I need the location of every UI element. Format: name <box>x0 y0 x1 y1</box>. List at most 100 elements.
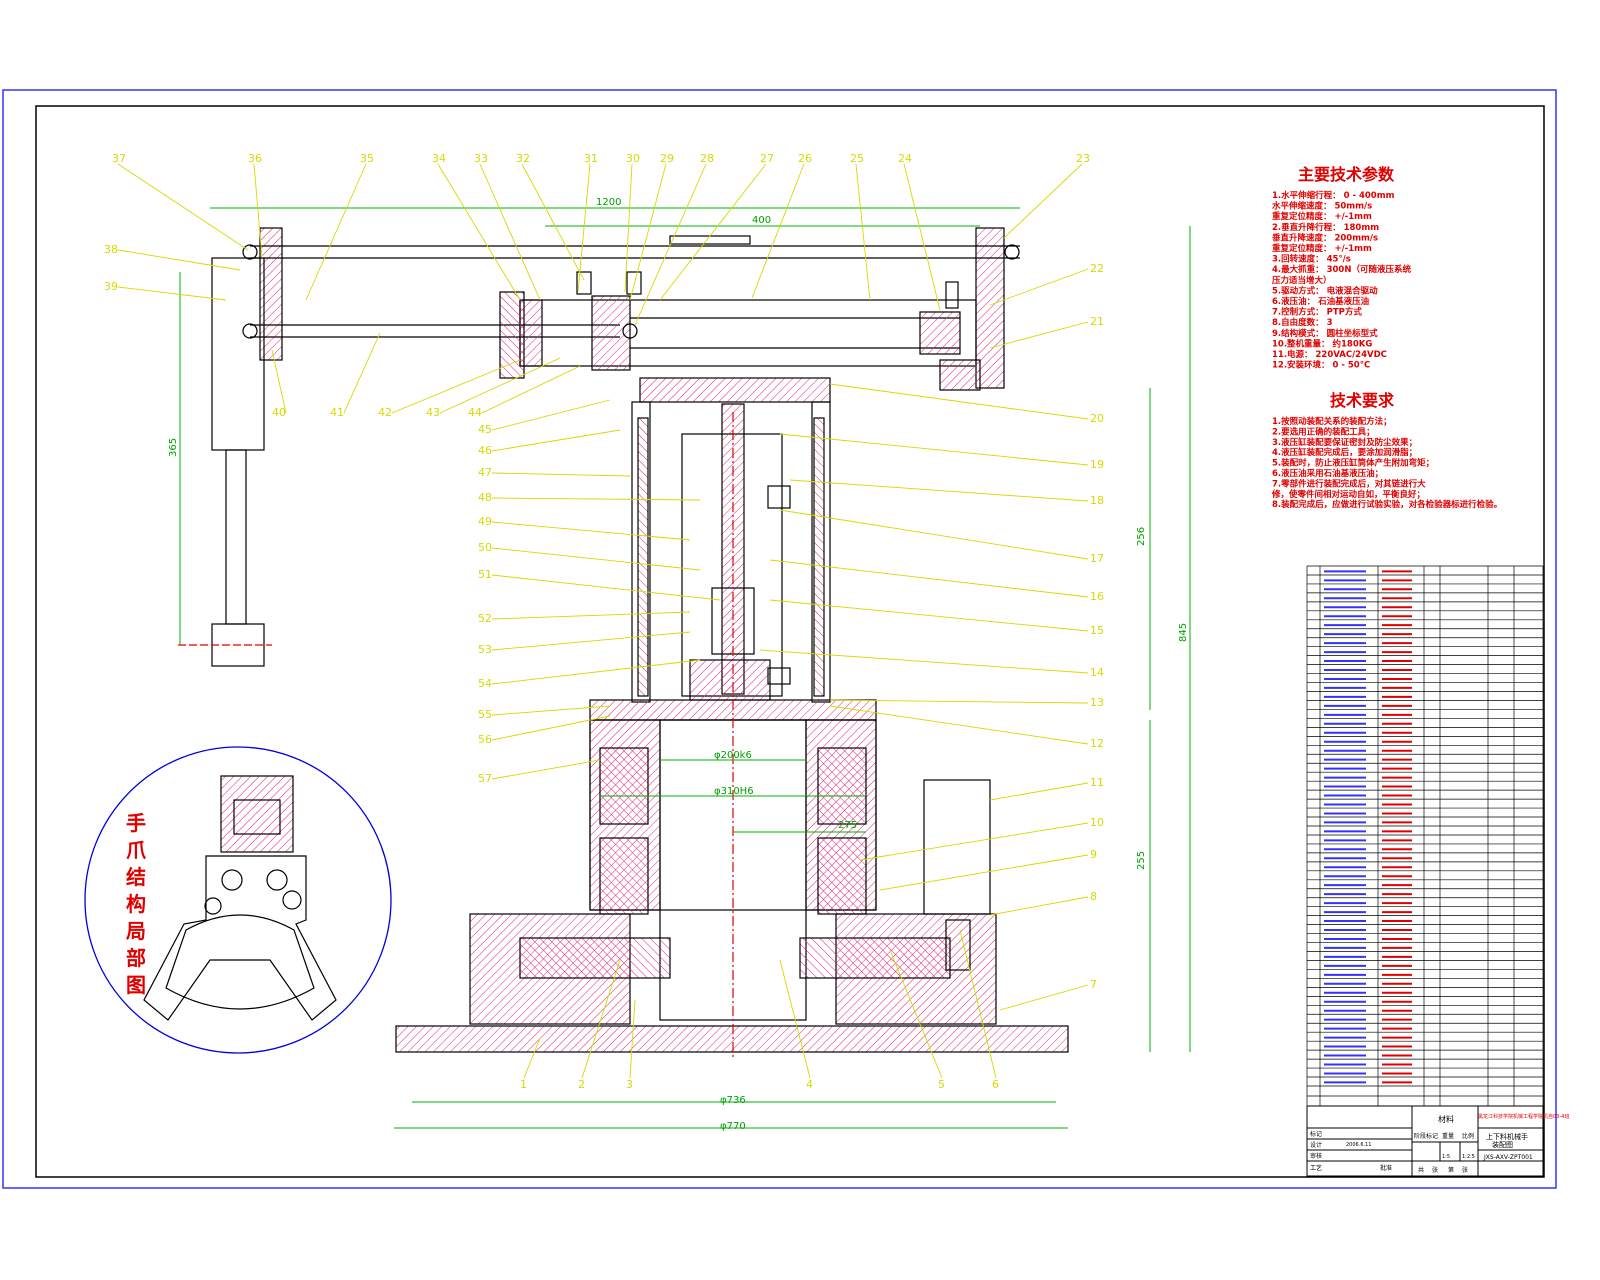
leader-line <box>889 949 943 1079</box>
dim-736: φ736 <box>720 1095 746 1106</box>
tb-label-review: 审核 <box>1310 1152 1322 1160</box>
leader-line <box>581 959 621 1079</box>
dim-275: 275 <box>838 820 857 831</box>
tb-scale-label: 比例 <box>1462 1132 1474 1140</box>
tb-label-mark: 标记 <box>1310 1130 1322 1138</box>
leader-line <box>989 896 1089 916</box>
callout-number: 7 <box>1090 978 1097 991</box>
callout-number: 25 <box>850 152 864 165</box>
callout-number: 48 <box>478 491 492 504</box>
requirements-title: 技术要求 <box>1330 391 1395 410</box>
leader-line <box>759 649 1089 674</box>
callout-number: 55 <box>478 708 492 721</box>
params-line: 重复定位精度： +/-1mm <box>1272 211 1372 222</box>
leader-line <box>391 359 521 414</box>
callout-number: 1 <box>520 1078 527 1091</box>
detail-label-char: 部 <box>126 946 146 970</box>
requirement-line: 修，使零件间相对运动自如，平衡良好； <box>1271 489 1425 500</box>
dim-256: 256 <box>1136 527 1147 546</box>
leader-line <box>624 163 633 293</box>
leader-line <box>959 929 997 1079</box>
callout-number: 56 <box>478 733 492 746</box>
callout-number: 28 <box>700 152 714 165</box>
callout-number: 4 <box>806 1078 813 1091</box>
tb-company: 黑龙江科技学院机械工程学院机自03-4班 <box>1478 1113 1569 1120</box>
params-line: 11.电源： 220VAC/24VDC <box>1272 349 1387 360</box>
params-line: 12.安装环境： 0 - 50°C <box>1272 360 1370 371</box>
params-title: 主要技术参数 <box>1298 165 1395 184</box>
callout-number: 47 <box>478 466 492 479</box>
leader-line <box>439 357 561 414</box>
leader-line <box>829 383 1089 420</box>
tb-label-design: 设计 <box>1310 1141 1322 1149</box>
callout-number: 38 <box>104 243 118 256</box>
leader-line <box>491 399 611 431</box>
leader-line <box>769 599 1089 632</box>
leader-line <box>253 163 263 259</box>
requirement-line: 8.装配完成后，应做进行试验实验，对各检验器标进行检验。 <box>1272 499 1502 510</box>
tb-footer-sheet: 张 <box>1462 1166 1468 1174</box>
leader-line <box>523 1037 541 1079</box>
leader-line <box>491 659 701 685</box>
callout-number: 45 <box>478 423 492 436</box>
callout-number: 3 <box>626 1078 633 1091</box>
callout-number: 14 <box>1090 666 1104 679</box>
requirements-list: 1.按照动装配关系的装配方法；2.要选用正确的装配工具；3.液压缸装配要保证密封… <box>1271 416 1502 510</box>
requirement-line: 6.液压油采用石油基液压油； <box>1272 468 1383 479</box>
leader-line <box>779 959 811 1079</box>
detail-label-char: 图 <box>126 973 146 997</box>
callout-number: 8 <box>1090 890 1097 903</box>
tb-material: 材料 <box>1438 1114 1454 1124</box>
leader-line <box>1003 163 1083 239</box>
callout-number: 35 <box>360 152 374 165</box>
outer-sheet-border <box>2 89 1557 1189</box>
leader-line <box>491 497 701 501</box>
leader-line <box>829 699 1089 704</box>
callout-number: 5 <box>938 1078 945 1091</box>
leader-line <box>989 268 1089 306</box>
callout-number: 9 <box>1090 848 1097 861</box>
leader-line <box>117 286 227 301</box>
detail-label-char: 爪 <box>126 838 147 862</box>
params-line: 9.结构模式： 圆柱坐标型式 <box>1272 328 1378 339</box>
leader-line <box>491 631 691 651</box>
tb-weight: 重量 <box>1442 1132 1454 1140</box>
detail-label-char: 局 <box>125 919 146 943</box>
callout-number: 16 <box>1090 590 1104 603</box>
tb-scale: 1:2.5 <box>1462 1154 1475 1160</box>
inner-drawing-frame <box>35 105 1545 1178</box>
callout-number: 10 <box>1090 816 1104 829</box>
callout-number: 20 <box>1090 412 1104 425</box>
detail-label-char: 结 <box>126 865 146 889</box>
dim-400: 400 <box>752 215 771 226</box>
fit-310h6: φ310H6 <box>714 786 754 797</box>
callout-number: 54 <box>478 677 492 690</box>
detail-label-char: 手 <box>126 811 146 835</box>
params-line: 压力适当增大） <box>1272 275 1332 286</box>
callout-number: 22 <box>1090 262 1104 275</box>
callout-number: 19 <box>1090 458 1104 471</box>
leader-line <box>855 163 871 301</box>
dim-1200: 1200 <box>596 197 621 208</box>
fit-200k6: φ200k6 <box>714 750 752 761</box>
leader-line <box>491 705 611 716</box>
leader-line <box>491 611 691 620</box>
leader-line <box>999 984 1089 1011</box>
leader-line <box>629 999 636 1079</box>
leader-line <box>305 163 367 301</box>
leader-line <box>117 163 249 251</box>
leader-line <box>989 321 1089 349</box>
params-line: 1.水平伸缩行程： 0 - 400mm <box>1272 190 1395 201</box>
gripper-detail-circle <box>84 746 392 1054</box>
callout-number: 24 <box>898 152 912 165</box>
leader-line <box>769 559 1089 598</box>
callout-number: 50 <box>478 541 492 554</box>
callout-number: 53 <box>478 643 492 656</box>
callout-number: 17 <box>1090 552 1104 565</box>
leader-line <box>859 822 1089 861</box>
callout-number: 11 <box>1090 776 1104 789</box>
callout-number: 2 <box>578 1078 585 1091</box>
parts-list-table <box>1306 565 1544 1106</box>
